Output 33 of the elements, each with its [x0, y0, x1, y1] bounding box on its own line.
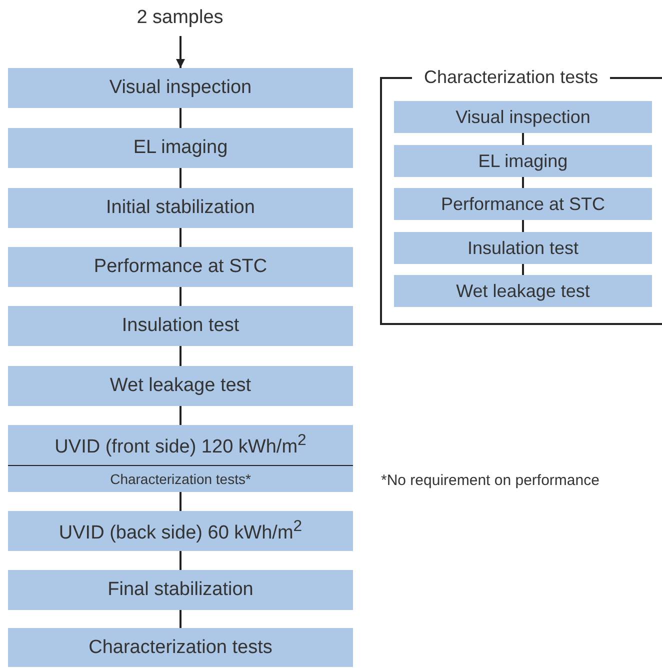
substep-label: Characterization tests* [110, 471, 251, 487]
process-box: Visual inspection [8, 68, 353, 108]
connector-line [180, 551, 182, 570]
process-box: EL imaging [394, 145, 652, 177]
connector-line [522, 264, 524, 275]
process-box: Initial stabilization [8, 188, 353, 228]
process-box: EL imaging [8, 128, 353, 168]
step-label: UVID (front side) 120 kWh/m$^{2}$ [54, 432, 306, 458]
connector-line [180, 610, 182, 628]
connector-line [180, 168, 182, 188]
process-box: Visual inspection [394, 101, 652, 133]
process-box: Performance at STC [394, 188, 652, 220]
process-box: Insulation test [394, 232, 652, 264]
connector-line [180, 228, 182, 247]
process-box: UVID (back side) 60 kWh/m$^{2}$ [8, 511, 353, 551]
process-box: Insulation test [8, 306, 353, 346]
process-box [8, 425, 353, 492]
sample-count-label: 2 samples [100, 4, 260, 32]
connector-line [522, 133, 524, 145]
process-box: Characterization tests [8, 628, 353, 667]
process-box: Wet leakage test [394, 275, 652, 307]
arrow [176, 36, 185, 68]
connector-line [180, 492, 182, 511]
process-box: Final stabilization [8, 570, 353, 610]
process-box: Performance at STC [8, 247, 353, 287]
connector-line [180, 287, 182, 306]
process-box: Wet leakage test [8, 366, 353, 406]
connector-line [522, 220, 524, 232]
connector-line [180, 346, 182, 366]
connector-line [522, 177, 524, 188]
connector-line [180, 108, 182, 128]
connector-line [180, 406, 182, 425]
footnote: *No requirement on performance [381, 472, 600, 489]
